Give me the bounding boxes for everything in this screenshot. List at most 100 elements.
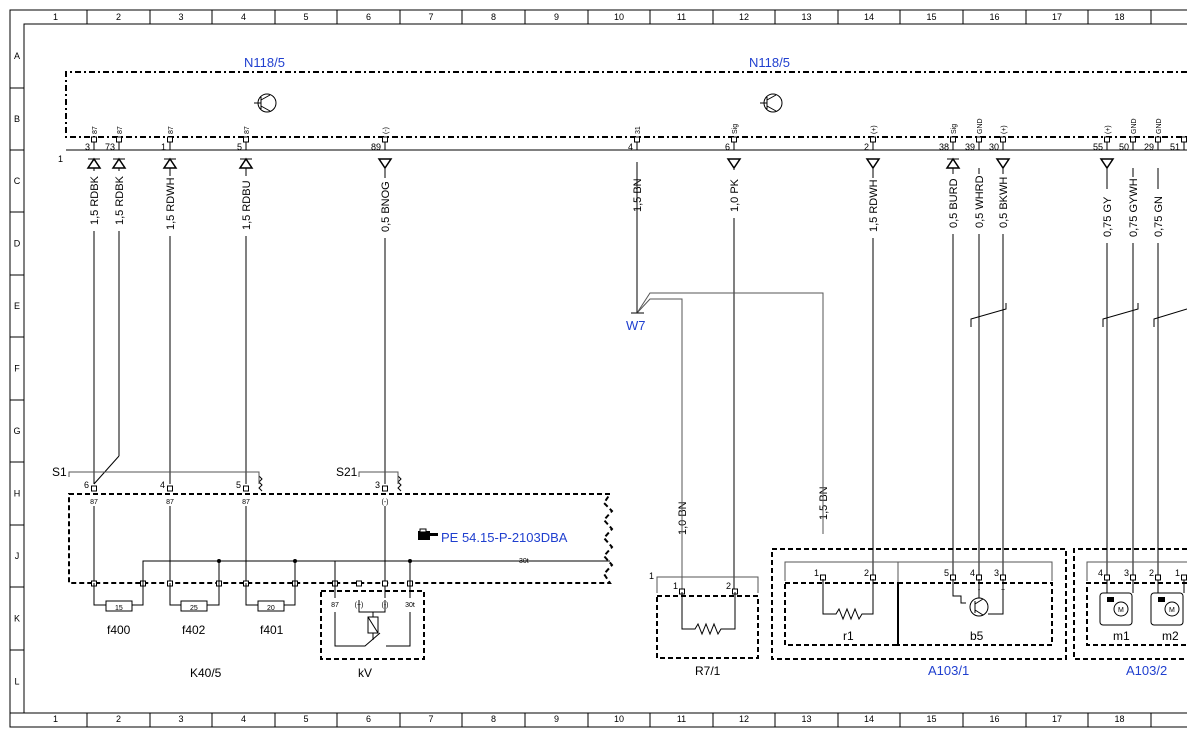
- a103-1-label: A103/1: [928, 663, 969, 678]
- shield-break-icon: [1102, 303, 1139, 327]
- grid-column-label: 6: [366, 12, 371, 22]
- grid-column-label: 8: [491, 714, 496, 724]
- sensor-transistor-icon: [952, 579, 1004, 617]
- kv-terminal-label: 30t: [405, 602, 415, 609]
- a103-2-label: A103/2: [1126, 663, 1167, 678]
- a103-2-housing: [1073, 548, 1187, 660]
- grid-column-label: 16: [989, 714, 999, 724]
- n118-pin-number: 39: [965, 142, 975, 152]
- hand-pointer-icon: [418, 528, 438, 540]
- f400-label: f400: [107, 623, 131, 637]
- a103-2-pin-number: 4: [1098, 568, 1103, 578]
- a103-1-pin-number: 3: [994, 568, 999, 578]
- r7-label: R7/1: [695, 664, 721, 678]
- r1-label: r1: [843, 629, 854, 643]
- m2-label: m2: [1162, 629, 1179, 643]
- n118-terminal-label: Sig: [732, 124, 739, 134]
- grid-column-label: 6: [366, 714, 371, 724]
- grid-column-label: 7: [428, 714, 433, 724]
- ground-point-w7: W7: [626, 162, 824, 592]
- grid-column-label: 15: [926, 12, 936, 22]
- motor-icon: M: [1099, 592, 1133, 626]
- k40-terminal-label: 87: [242, 499, 250, 506]
- grid-row-label: J: [15, 551, 20, 561]
- grid-column-label: 13: [801, 12, 811, 22]
- grid-column-label: 17: [1052, 12, 1062, 22]
- grid-row-label: L: [14, 677, 19, 687]
- outer-frame: [9, 9, 1187, 728]
- inner-frame: [23, 23, 1187, 714]
- k40-pin-number: 5: [236, 480, 241, 490]
- grid-column-label: 17: [1052, 714, 1062, 724]
- n118-label-right: N118/5: [749, 55, 790, 70]
- svg-text:M: M: [1118, 607, 1124, 614]
- wire-label: 0,75 GYWH: [1128, 178, 1140, 237]
- wire-label: 1,5 BN: [818, 486, 830, 520]
- wire-label: 1,5 RDWH: [165, 177, 177, 230]
- grid-border: 1122334455667788991010111112121313141415…: [10, 10, 1152, 727]
- n118-housing: [65, 71, 1187, 138]
- a103-1-housing: [771, 548, 1067, 660]
- n118-pin-number: 89: [371, 142, 381, 152]
- grid-row-label: C: [14, 176, 21, 186]
- shield-break-icon: [970, 303, 1007, 327]
- n118-connector-pin: 1: [58, 154, 63, 164]
- svg-text:15: 15: [115, 605, 123, 612]
- k40-pin-number: 3: [375, 480, 380, 490]
- pe-reference-link[interactable]: PE 54.15-P-2103DBA: [441, 530, 568, 545]
- a103-2-inner: [1086, 582, 1187, 646]
- k40-terminal-label: 87: [166, 499, 174, 506]
- grid-column-label: 11: [677, 12, 686, 22]
- grid-row-label: H: [14, 489, 21, 499]
- grid-column-label: 11: [677, 714, 686, 724]
- input-arrow-icon: [995, 158, 1011, 170]
- transistor-icon: [254, 93, 277, 113]
- grid-row-label: D: [14, 239, 21, 249]
- grid-column-label: 18: [1114, 12, 1124, 22]
- svg-text:M: M: [1169, 607, 1175, 614]
- n118-pin-number: 30: [989, 142, 999, 152]
- wire-label: 0,75 GY: [1102, 196, 1114, 237]
- wire-label: 1,5 RDBU: [241, 180, 253, 230]
- grid-column-label: 13: [801, 714, 811, 724]
- s1-label: S1: [52, 465, 67, 479]
- k40-pin-number: 4: [160, 480, 165, 490]
- wire-label: 0,5 WHRD: [974, 175, 986, 228]
- r7-connector-pin: 1: [649, 571, 654, 581]
- a103-1-pin-number: 1: [814, 568, 819, 578]
- n118-terminal-label: GND: [977, 118, 984, 134]
- input-arrow-icon: [726, 158, 742, 170]
- a103-2-pin-number: 1: [1175, 568, 1180, 578]
- n118-pin-row: 8738773871875(-)89314Sig6(+)2Sig38GND39(…: [85, 118, 1187, 170]
- wire-label: 0,5 BNOG: [380, 181, 392, 232]
- n118-terminal-label: (+): [1105, 125, 1112, 134]
- n118-pin-number: 4: [628, 142, 633, 152]
- splice-s21: S21: [336, 465, 399, 484]
- n118-pin-number: 2: [864, 142, 869, 152]
- f402-label: f402: [182, 623, 206, 637]
- grid-column-label: 12: [739, 714, 749, 724]
- svg-text:25: 25: [190, 605, 198, 612]
- k40-terminal-label: 87: [90, 499, 98, 506]
- output-arrow-icon: [162, 157, 178, 169]
- grid-column-label: 1: [53, 714, 58, 724]
- grid-column-label: 2: [116, 12, 121, 22]
- n118-terminal-label: Sig: [951, 124, 958, 134]
- n118-terminal-label: 31: [635, 126, 642, 134]
- m1-label: m1: [1113, 629, 1130, 643]
- transistor-icon: [760, 93, 783, 113]
- n118-label-left: N118/5: [244, 55, 285, 70]
- grid-column-label: 4: [241, 12, 246, 22]
- n118-pin-number: 29: [1144, 142, 1154, 152]
- kv-pin-row: 87(+)(-)30t: [331, 602, 415, 609]
- fuse-f401: 20 f401: [257, 600, 285, 637]
- output-arrow-icon: [238, 157, 254, 169]
- pe-reference: PE 54.15-P-2103DBA: [418, 528, 568, 545]
- a103-1-pin-number: 5: [944, 568, 949, 578]
- n118-terminal-label: 87: [92, 126, 99, 134]
- a103-2-connector: [1086, 561, 1187, 581]
- n118-pin-number: 73: [105, 142, 115, 152]
